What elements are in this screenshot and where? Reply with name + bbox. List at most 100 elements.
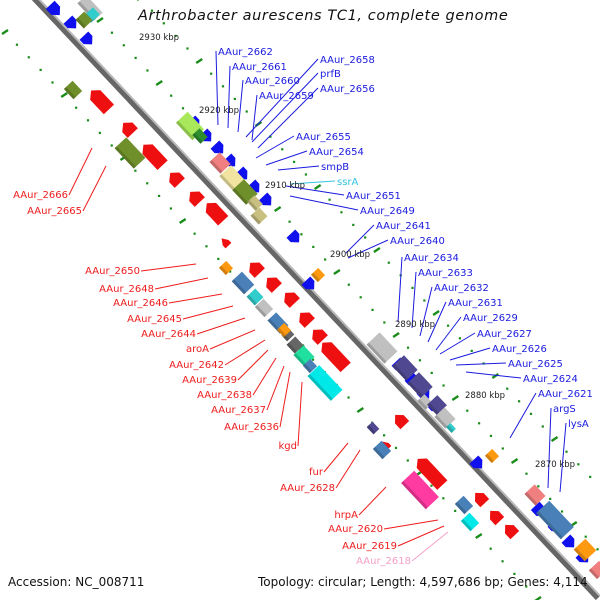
feature-box-shade [573, 547, 587, 562]
tick-far-minor [470, 349, 473, 352]
feature-box-shade [114, 146, 136, 169]
forward-gene-arrow-body [63, 15, 77, 29]
feature-box [231, 271, 255, 295]
feature-box-body [302, 358, 318, 374]
feature-box [219, 165, 245, 191]
reverse-gene-arrow-body [284, 292, 300, 308]
tick-outer-minor [324, 258, 327, 261]
feature-box-shade [63, 86, 76, 100]
feature-box-body [247, 195, 263, 211]
tick-outer-minor [134, 56, 137, 59]
reverse-gene-arrow-body [504, 524, 520, 540]
reverse-gene-label: AAur_2644 [141, 329, 196, 340]
feature-box [286, 336, 304, 354]
tick-outer-minor [560, 510, 564, 513]
tick-inner-minor [39, 68, 42, 71]
feature-box [588, 560, 600, 580]
tick-inner-major [475, 533, 483, 539]
reverse-gene-arrow [489, 510, 505, 526]
tick-inner-minor [229, 270, 232, 273]
tick-outer-minor [549, 497, 552, 500]
tick-inner-minor [489, 547, 492, 550]
forward-label-leader [227, 65, 231, 129]
feature-box-body [219, 165, 245, 191]
forward-gene-label: AAur_2626 [492, 344, 547, 355]
reverse-gene-arrow-body [299, 312, 315, 328]
tick-far-major [491, 373, 499, 379]
feature-box-shade [407, 381, 424, 398]
reverse-gene-arrow [504, 524, 520, 540]
tick-outer-minor [371, 308, 374, 311]
tick-inner-minor [394, 446, 398, 449]
tick-outer-minor [596, 548, 599, 551]
tick-inner-major [1, 29, 9, 35]
feature-box [114, 137, 146, 169]
reverse-gene-arrow-body [189, 191, 205, 207]
reverse-label-leader [140, 263, 197, 272]
forward-gene-label: AAur_2658 [320, 55, 375, 66]
reverse-gene-arrow [90, 90, 115, 115]
feature-box-body [209, 152, 231, 174]
feature-box-shade [536, 510, 563, 540]
reverse-gene-label: AAur_2637 [211, 405, 266, 416]
reverse-gene-label: fur [309, 467, 324, 478]
forward-gene-label: AAur_2627 [477, 329, 532, 340]
reverse-gene-label: AAur_2636 [224, 422, 279, 433]
reverse-label-leader [279, 371, 291, 428]
tick-far-minor [328, 198, 331, 201]
forward-gene-label: ssrA [337, 177, 359, 188]
feature-box-body [250, 207, 268, 225]
scale-label: 2880 kbp [465, 391, 505, 401]
feature-box-body [460, 512, 480, 532]
feature-box-shade [247, 199, 258, 211]
feature-box-shade [250, 213, 261, 225]
tick-inner-minor [454, 509, 457, 512]
feature-box [524, 484, 546, 506]
reverse-gene-arrow-body [221, 238, 232, 249]
forward-label-leader [435, 316, 462, 351]
feature-box [392, 355, 418, 381]
feature-box-shade [231, 279, 247, 295]
feature-box-body [276, 322, 292, 338]
scale-label: 2890 kbp [395, 320, 435, 330]
reverse-gene-label: AAur_2646 [113, 298, 168, 309]
tick-far-minor [577, 463, 580, 466]
tick-outer-major [273, 206, 282, 212]
gene-features [45, 0, 600, 580]
tick-far-minor [150, 9, 154, 12]
reverse-gene-arrow [189, 191, 205, 207]
feature-box-shade [254, 304, 267, 318]
reverse-gene-label: AAur_2665 [27, 206, 82, 217]
feature-box-shade [427, 402, 439, 415]
feature-box-body [401, 470, 439, 510]
feature-box-shade [460, 518, 473, 532]
reverse-gene-arrow [416, 458, 448, 490]
tick-far-minor [174, 34, 177, 37]
forward-gene-label: AAur_2656 [320, 84, 375, 95]
feature-box-shade [454, 501, 467, 515]
forward-gene-arrow-body [258, 192, 272, 206]
feature-box-body [254, 298, 274, 318]
tick-far-minor [458, 337, 461, 340]
scale-label: 2930 kbp [139, 33, 179, 43]
forward-gene-arrow-body [469, 455, 483, 469]
forward-gene-arrow [79, 31, 93, 45]
forward-gene-arrow-body [561, 534, 575, 548]
reverse-gene-arrow [321, 342, 351, 373]
forward-gene-arrow [258, 192, 272, 206]
tick-far-minor [210, 72, 213, 75]
reverse-gene-label: aroA [186, 344, 209, 355]
forward-gene-label: AAur_2624 [523, 374, 578, 385]
feature-box [250, 207, 268, 225]
feature-box-shade [246, 294, 257, 306]
feature-box [536, 500, 574, 540]
feature-box-shade [366, 342, 387, 364]
tick-inner-minor [217, 257, 220, 260]
feature-box-shade [366, 425, 376, 435]
tick-inner-major [534, 596, 542, 600]
tick-outer-minor [525, 472, 528, 475]
reverse-gene-arrow [474, 492, 490, 508]
tick-inner-minor [430, 484, 433, 487]
forward-gene-arrow-body [79, 31, 93, 45]
reverse-gene-arrow [312, 329, 328, 345]
